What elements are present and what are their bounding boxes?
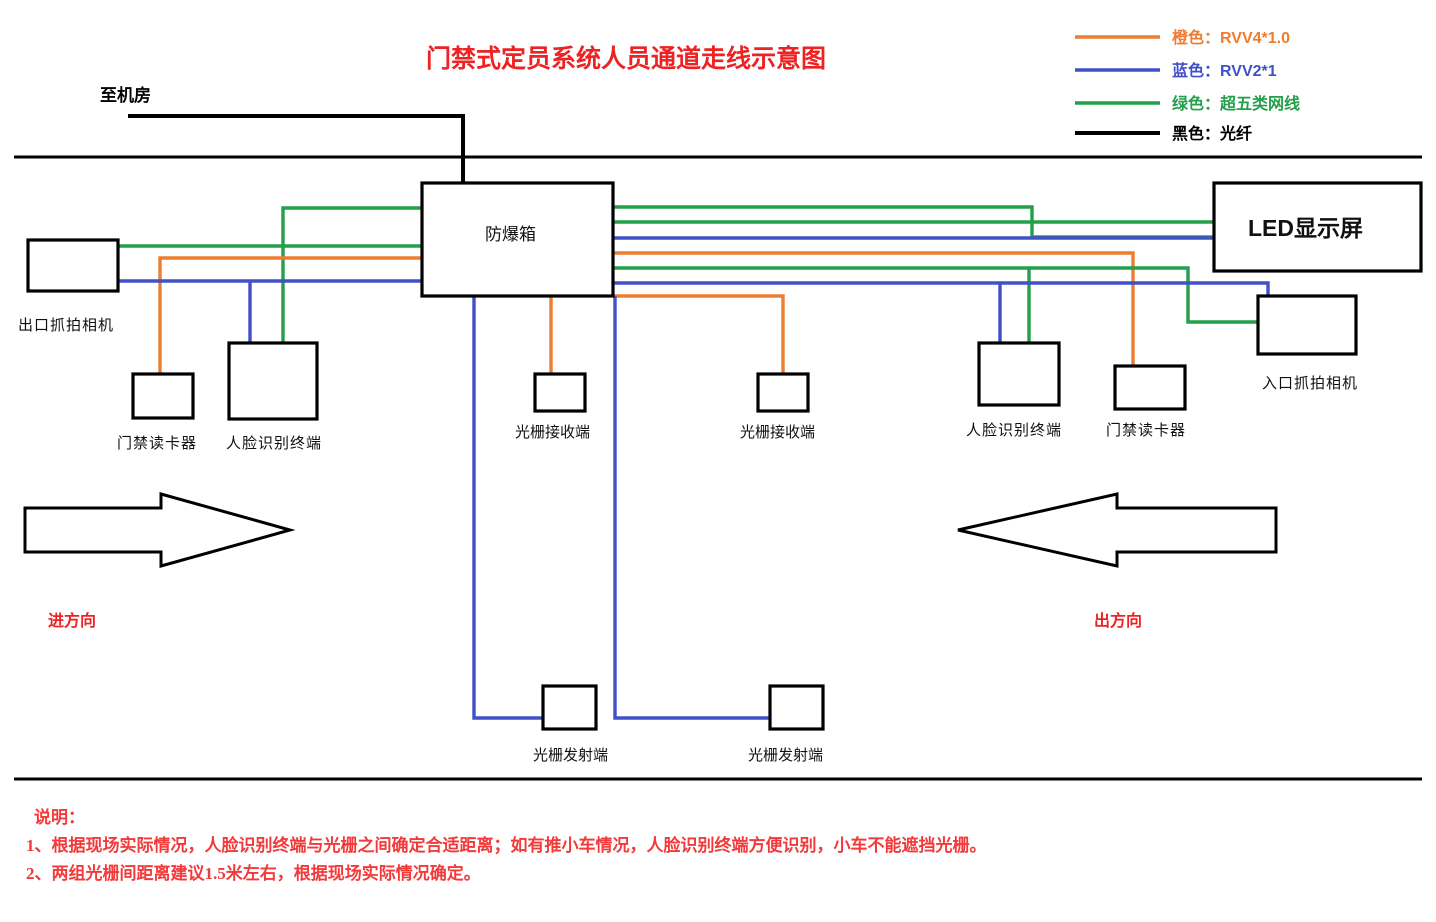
card-reader-left-shape	[131, 372, 195, 420]
face-terminal-right-label: 人脸识别终端	[966, 422, 1062, 439]
device-face-terminal-left[interactable]: 人脸识别终端	[226, 341, 322, 452]
to-server-room-label: 至机房	[100, 85, 151, 105]
direction-arrow-out: 出方向	[957, 492, 1278, 630]
grating-rx-left-shape	[533, 372, 587, 413]
exit-camera-label: 出口抓拍相机	[18, 317, 114, 334]
led-screen-shape	[1212, 181, 1423, 273]
wire-orange-box-to-card-reader-right	[613, 251, 1135, 372]
face-terminal-left-shape	[227, 341, 319, 421]
entry-camera-shape	[1256, 294, 1358, 356]
grating-tx-left-shape	[541, 684, 598, 731]
fiber-to-server-room	[128, 114, 465, 228]
legend-label-orange: 橙色：RVV4*1.0	[1172, 28, 1290, 47]
wire-blue-box-to-entry-camera	[613, 281, 1270, 322]
wire-orange-box-to-grating-rx-right	[613, 294, 785, 375]
wire-blue-box-to-grating-tx-left	[472, 296, 545, 720]
device-grating-rx-right[interactable]: 光栅接收端	[740, 372, 815, 441]
device-grating-tx-left[interactable]: 光栅发射端	[533, 684, 608, 764]
grating-tx-left-label: 光栅发射端	[533, 747, 608, 764]
explosion-proof-box-label: 防爆箱	[485, 225, 536, 244]
direction-in-label: 进方向	[48, 611, 96, 630]
entry-camera-label: 入口抓拍相机	[1262, 375, 1358, 392]
wire-green-box-to-entry-camera	[613, 266, 1268, 324]
device-grating-tx-right[interactable]: 光栅发射端	[748, 684, 825, 764]
device-led-screen[interactable]: LED显示屏	[1212, 181, 1423, 273]
wire-orange-box-to-card-reader-left	[158, 256, 422, 382]
legend-label-green: 绿色：超五类网线	[1172, 94, 1300, 113]
device-card-reader-left[interactable]: 门禁读卡器	[117, 372, 197, 452]
card-reader-right-label: 门禁读卡器	[1106, 422, 1186, 439]
led-screen-label: LED显示屏	[1248, 215, 1363, 241]
device-exit-camera[interactable]: 出口抓拍相机	[18, 238, 120, 334]
device-card-reader-right[interactable]: 门禁读卡器	[1106, 364, 1187, 439]
legend-label-black: 黑色：光纤	[1172, 124, 1252, 143]
grating-rx-left-label: 光栅接收端	[515, 424, 590, 441]
exit-camera-shape	[26, 238, 120, 293]
notes-heading: 说明：	[34, 807, 85, 827]
wire-blue-box-to-grating-tx-right	[613, 296, 771, 720]
arrow-in-shape	[23, 492, 296, 568]
grating-rx-right-label: 光栅接收端	[740, 424, 815, 441]
page-title: 门禁式定员系统人员通道走线示意图	[426, 44, 826, 73]
wire-green-box-to-face-terminal-left	[281, 206, 422, 350]
device-face-terminal-right[interactable]: 人脸识别终端	[966, 341, 1062, 439]
card-reader-right-shape	[1113, 364, 1187, 411]
grating-rx-right-shape	[756, 372, 810, 413]
face-terminal-left-label: 人脸识别终端	[226, 435, 322, 452]
device-entry-camera[interactable]: 入口抓拍相机	[1256, 294, 1358, 392]
direction-out-label: 出方向	[1094, 611, 1142, 630]
device-explosion-proof-box[interactable]: 防爆箱	[420, 181, 615, 298]
notes-line-2: 2、两组光栅间距离建议1.5米左右，根据现场实际情况确定。	[26, 863, 481, 883]
device-grating-rx-left[interactable]: 光栅接收端	[515, 372, 590, 441]
notes-line-1: 1、根据现场实际情况，人脸识别终端与光栅之间确定合适距离；如有推小车情况，人脸识…	[26, 835, 987, 855]
notes-block: 说明： 1、根据现场实际情况，人脸识别终端与光栅之间确定合适距离；如有推小车情况…	[26, 807, 987, 883]
legend-label-blue: 蓝色：RVV2*1	[1172, 61, 1277, 80]
card-reader-left-label: 门禁读卡器	[117, 435, 197, 452]
grating-tx-right-label: 光栅发射端	[748, 747, 823, 764]
legend: 橙色：RVV4*1.0 蓝色：RVV2*1 绿色：超五类网线 黑色：光纤	[1075, 28, 1300, 143]
face-terminal-right-shape	[977, 341, 1061, 407]
grating-tx-right-shape	[768, 684, 825, 731]
explosion-proof-box-shape	[420, 181, 615, 298]
direction-arrow-in: 进方向	[23, 492, 296, 630]
arrow-out-shape	[957, 492, 1278, 568]
